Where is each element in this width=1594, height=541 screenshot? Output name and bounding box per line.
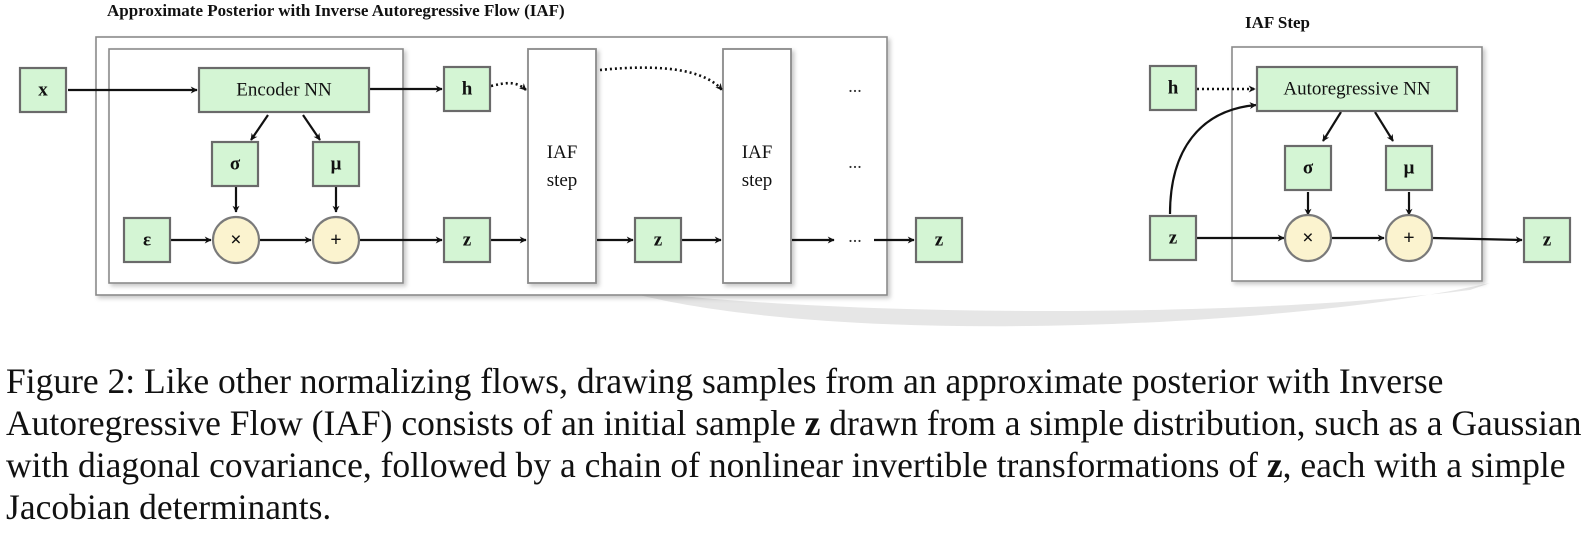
right-node-z-out-label: z: [1543, 230, 1552, 251]
encoder-nn-box: [197, 66, 371, 114]
node-z0-box: [442, 216, 492, 264]
caption-bold-z-1: z: [804, 403, 821, 443]
node-z-out-label: z: [935, 230, 944, 251]
right-plus-operator: [1384, 213, 1434, 263]
arrow-z-in-to-ar-nn: [1168, 102, 1257, 215]
right-node-h-label: h: [1168, 78, 1179, 99]
times-operator: [211, 215, 261, 265]
node-h-box: [442, 65, 492, 113]
right-panel-title: IAF Step: [1245, 13, 1310, 32]
right-node-mu-label: μ: [1404, 158, 1415, 179]
left-panel-title: Approximate Posterior with Inverse Autor…: [107, 1, 565, 20]
node-h-label: h: [462, 79, 473, 100]
iaf-step-2-label-line2: step: [742, 170, 773, 191]
right-node-h-box: [1148, 64, 1198, 112]
autoregressive-nn-label: Autoregressive NN: [1283, 79, 1430, 100]
iaf-step-1-label-line2: step: [547, 170, 578, 191]
iaf-step-1-label-line1: IAF: [547, 142, 578, 163]
arrow-encoder-to-sigma: [250, 114, 269, 141]
arrow-ar-nn-to-mu: [1374, 111, 1394, 142]
node-z1-box: [633, 216, 683, 264]
iaf-step-box-2: [722, 48, 792, 284]
node-z-out-box: [914, 216, 964, 264]
dotted-h-to-iaf2: [599, 66, 723, 91]
right-times-operator: [1283, 213, 1333, 263]
node-z0-label: z: [463, 230, 472, 251]
right-node-sigma-box: [1283, 144, 1333, 192]
right-node-sigma-label: σ: [1303, 158, 1314, 179]
node-epsilon-label: ε: [143, 230, 151, 251]
caption-text-part1: Figure 2: Like other normalizing flows, …: [6, 361, 1444, 443]
node-epsilon-box: [122, 216, 172, 264]
arrow-ar-nn-to-sigma: [1322, 111, 1342, 142]
right-node-z-in-box: [1148, 214, 1198, 262]
arrow-plus-to-z-out-right: [1432, 236, 1523, 244]
figure-caption: Figure 2: Like other normalizing flows, …: [6, 360, 1588, 528]
plus-operator: [311, 215, 361, 265]
ellipsis-bottom: ...: [848, 226, 862, 246]
iaf-diagram: Approximate Posterior with Inverse Autor…: [18, 1, 1572, 327]
node-z1-label: z: [654, 230, 663, 251]
iaf-step-box-1: [527, 48, 597, 284]
node-x-label: x: [38, 80, 48, 101]
node-sigma-label: σ: [230, 154, 241, 175]
right-times-operator-label: ×: [1302, 227, 1313, 249]
right-node-z-out-box: [1522, 216, 1572, 264]
node-sigma-box: [210, 140, 260, 188]
node-mu-label: μ: [331, 154, 342, 175]
ellipsis-middle: ...: [848, 152, 862, 172]
caption-bold-z-2: z: [1266, 445, 1283, 485]
iaf-step-2-label-line1: IAF: [742, 142, 773, 163]
node-mu-box: [311, 140, 361, 188]
right-node-z-in-label: z: [1169, 228, 1178, 249]
node-x-box: [18, 66, 68, 114]
encoder-nn-label: Encoder NN: [236, 80, 332, 101]
right-node-mu-box: [1384, 144, 1434, 192]
times-operator-label: ×: [230, 229, 241, 251]
plus-operator-label: +: [330, 229, 341, 251]
autoregressive-nn-box: [1255, 65, 1459, 113]
caption-text-part2: drawn from a simple distribution, such a…: [6, 403, 1582, 485]
right-plus-operator-label: +: [1403, 227, 1414, 249]
zoom-connector-band: [580, 283, 1490, 327]
arrow-encoder-to-mu: [302, 114, 321, 141]
ellipsis-top: ...: [848, 76, 862, 96]
caption-text-part3: , each with a simple Jacobian determinan…: [6, 445, 1566, 527]
